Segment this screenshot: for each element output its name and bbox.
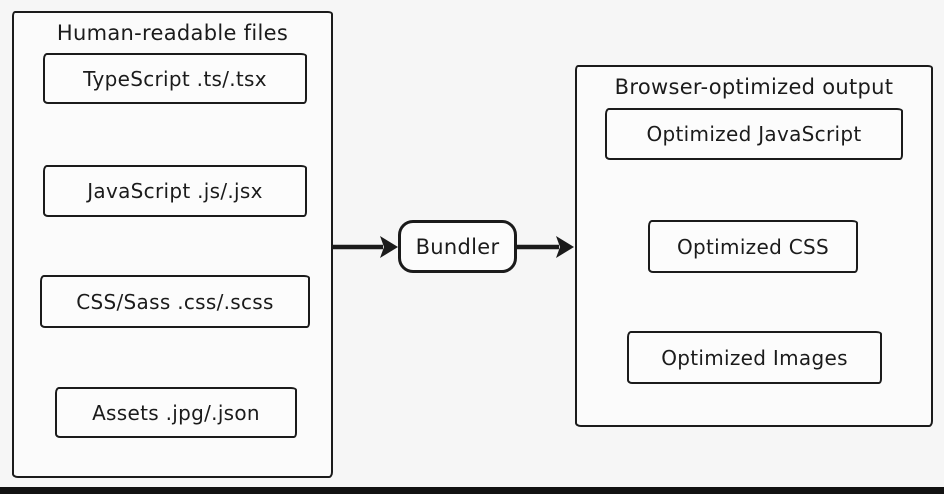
bundler-node: Bundler	[398, 220, 517, 273]
human-readable-files-title: Human-readable files	[56, 21, 289, 45]
bottom-divider-bar	[0, 487, 944, 494]
optimized-css-node: Optimized CSS	[648, 220, 858, 273]
browser-optimized-output-title: Browser-optimized output	[614, 75, 894, 99]
javascript-node: JavaScript .js/.jsx	[43, 165, 307, 217]
typescript-node: TypeScript .ts/.tsx	[43, 53, 307, 104]
optimized-javascript-node: Optimized JavaScript	[605, 108, 903, 160]
css-sass-node: CSS/Sass .css/.scss	[40, 275, 310, 328]
optimized-images-node: Optimized Images	[627, 331, 882, 384]
arrow-input-to-bundler-icon	[333, 236, 398, 258]
assets-node: Assets .jpg/.json	[55, 387, 297, 438]
arrow-bundler-to-output-icon	[517, 236, 574, 258]
